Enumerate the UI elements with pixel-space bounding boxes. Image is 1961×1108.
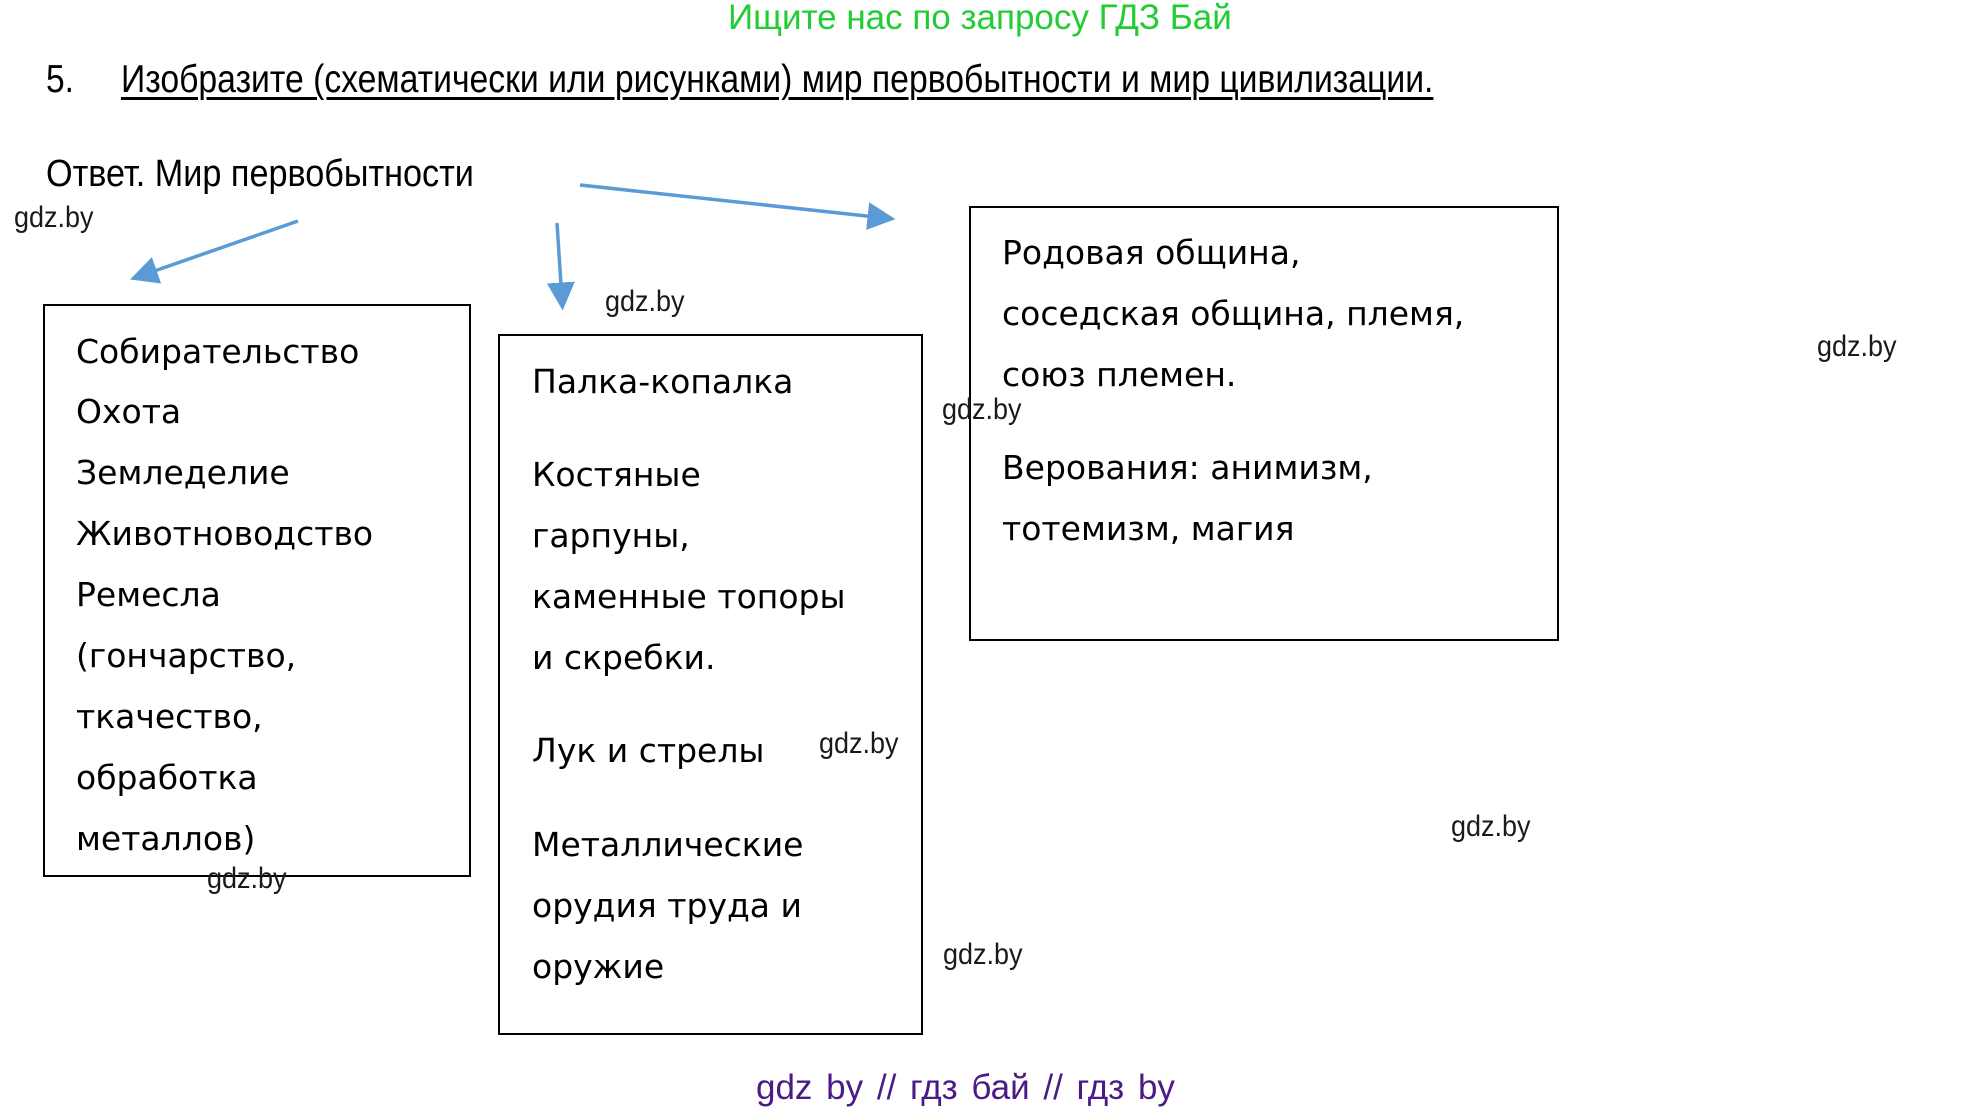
box-society-line: Родовая община, xyxy=(1002,233,1301,272)
box-society-line: соседская община, племя, xyxy=(1002,294,1465,333)
box-economy-line: Охота xyxy=(76,392,182,431)
box-tools-line: орудия труда и xyxy=(532,886,802,925)
answer-heading: Ответ. Мир первобытности xyxy=(46,153,474,195)
arrow-to-society xyxy=(579,183,896,231)
watermark: gdz.by xyxy=(1817,330,1897,363)
box-tools xyxy=(498,334,923,1035)
promo-banner: Ищите нас по запросу ГДЗ Бай xyxy=(728,0,1232,37)
box-society-line: Верования: анимизм, xyxy=(1002,448,1373,487)
box-economy-line: Ремесла xyxy=(76,575,221,614)
watermark: gdz.by xyxy=(207,862,287,895)
box-society-line: тотемизм, магия xyxy=(1002,509,1295,548)
box-economy-line: Земледелие xyxy=(76,453,290,492)
box-economy-line: обработка xyxy=(76,758,258,797)
box-economy-line: Животноводство xyxy=(76,514,374,553)
box-tools-line: Металлические xyxy=(532,825,804,864)
box-economy-line: ткачество, xyxy=(76,697,263,736)
box-economy-line: металлов) xyxy=(76,819,256,858)
footer-watermark: gdz by // гдз бай // гдз by xyxy=(756,1068,1175,1107)
watermark: gdz.by xyxy=(605,285,685,318)
watermark: gdz.by xyxy=(1451,810,1531,843)
box-society xyxy=(969,206,1559,641)
box-economy xyxy=(43,304,471,877)
task-number: 5. xyxy=(46,58,74,101)
box-economy-line: Собирательство xyxy=(76,332,360,371)
box-tools-line: оружие xyxy=(532,947,665,986)
watermark: gdz.by xyxy=(819,727,899,760)
box-tools-line: Палка-копалка xyxy=(532,362,794,401)
box-tools-line: и скребки. xyxy=(532,638,716,677)
box-society-line: союз племен. xyxy=(1002,355,1237,394)
task-title: Изобразите (схематически или рисунками) … xyxy=(121,58,1434,101)
arrow-to-tools xyxy=(546,222,575,311)
box-tools-line: Лук и стрелы xyxy=(532,731,765,770)
box-tools-line: Костяные xyxy=(532,455,701,494)
arrow-to-economy xyxy=(130,219,299,284)
watermark: gdz.by xyxy=(14,201,94,234)
box-tools-line: гарпуны, xyxy=(532,516,690,555)
watermark: gdz.by xyxy=(943,938,1023,971)
box-economy-line: (гончарство, xyxy=(76,636,297,675)
box-tools-line: каменные топоры xyxy=(532,577,846,616)
watermark: gdz.by xyxy=(942,393,1022,426)
